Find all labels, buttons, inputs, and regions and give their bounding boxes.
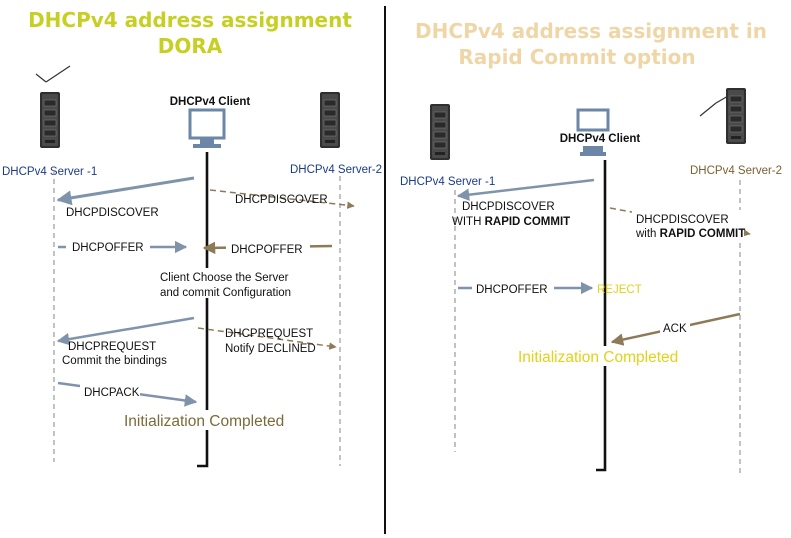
left-panel: DHCPv4 address assignment DORA DHCPv4 Se… <box>2 8 382 468</box>
left-ack-label: DHCPACK <box>84 387 140 399</box>
monitor-icon <box>188 108 226 148</box>
right-discover1-arrow <box>456 178 595 201</box>
right-server2-label: DHCPv4 Server-2 <box>690 165 782 177</box>
left-client-label: DHCPv4 Client <box>170 96 251 108</box>
left-client-lifeline <box>197 152 209 468</box>
left-title-line1: DHCPv4 address assignment <box>28 8 352 32</box>
left-discover2-arrow <box>209 189 355 209</box>
left-request1-arrow <box>56 316 195 346</box>
right-client-lifeline <box>596 160 607 472</box>
left-server1-label: DHCPv4 Server -1 <box>2 166 97 178</box>
right-panel: DHCPv4 address assignment in Rapid Commi… <box>400 19 782 474</box>
right-reject-label: REJECT <box>597 284 642 296</box>
left-completed-label: Initialization Completed <box>124 413 284 430</box>
left-discover1-label: DHCPDISCOVER <box>66 207 159 219</box>
left-choose-line1: Client Choose the Server <box>160 272 289 284</box>
right-discover1-line1: DHCPDISCOVER <box>462 201 555 213</box>
monitor-icon <box>576 108 610 156</box>
left-request2-arrow <box>197 327 337 350</box>
left-request1-line1: DHCPREQUEST <box>68 341 156 353</box>
right-title-line2: Rapid Commit option <box>458 45 695 69</box>
server-icon <box>429 103 451 161</box>
right-offer-label: DHCPOFFER <box>476 284 548 296</box>
antenna-icon <box>35 65 71 83</box>
right-client-label: DHCPv4 Client <box>560 133 641 145</box>
antenna-icon <box>699 95 729 117</box>
left-discover2-label: DHCPDISCOVER <box>235 194 328 206</box>
left-discover1-arrow <box>56 176 195 206</box>
right-server1-label: DHCPv4 Server -1 <box>400 176 495 188</box>
left-request1-line2: Commit the bindings <box>62 355 167 367</box>
right-discover1-line2: WITH RAPID COMMIT <box>452 216 570 228</box>
left-choose-line2: and commit Configuration <box>160 287 291 299</box>
right-title-line1: DHCPv4 address assignment in <box>415 19 767 43</box>
right-completed-label: Initialization Completed <box>518 349 678 366</box>
right-ack-label: ACK <box>663 323 687 335</box>
server-icon <box>725 87 747 145</box>
left-server2-label: DHCPv4 Server-2 <box>290 164 382 176</box>
left-title-line2: DORA <box>158 34 223 58</box>
right-discover2-line1: DHCPDISCOVER <box>636 214 729 226</box>
right-discover2-line2: with RAPID COMMIT <box>635 228 745 240</box>
server-icon <box>319 91 341 149</box>
server-icon <box>39 91 61 149</box>
left-request2-line2: Notify DECLINED <box>225 343 316 355</box>
left-request2-line1: DHCPREQUEST <box>225 328 313 340</box>
left-offer2-label: DHCPOFFER <box>231 244 303 256</box>
left-offer1-label: DHCPOFFER <box>72 242 144 254</box>
